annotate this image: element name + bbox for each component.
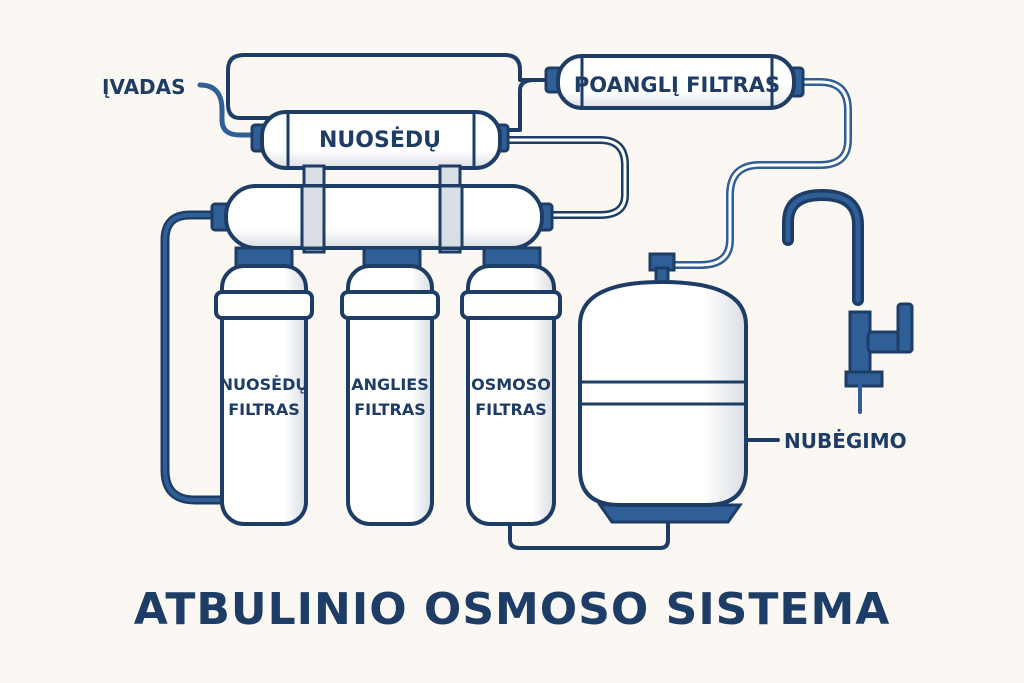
carbon-filter-label-2: FILTRAS — [354, 400, 426, 419]
sediment-filter-label-2: FILTRAS — [228, 400, 300, 419]
membrane-filter — [460, 246, 562, 526]
sediment-filter — [214, 246, 314, 526]
inlet-label: ĮVADAS — [102, 75, 186, 99]
membrane-filter-label-2: FILTRAS — [475, 400, 547, 419]
post-carbon-label: POANGLĮ FILTRAS — [574, 73, 780, 97]
faucet — [782, 188, 914, 414]
diagram-title: ATBULINIO OSMOSO SISTEMA — [134, 584, 891, 635]
membrane-filter-label-1: OSMOSO — [471, 375, 551, 394]
tubing — [160, 53, 852, 550]
top-loop-tube — [226, 53, 550, 120]
drain-line — [508, 518, 670, 550]
post-carbon-filter — [544, 54, 805, 110]
carbon-filter — [340, 246, 440, 526]
tank-feed-tube-fill — [673, 80, 850, 267]
inlet-tube — [197, 82, 261, 138]
drain-label: NUBĖGIMO — [784, 429, 907, 453]
storage-tank — [578, 252, 748, 524]
housing-return-tube-fill — [498, 138, 627, 217]
left-feed-tube — [160, 210, 227, 505]
left-feed-tube-fill — [163, 213, 224, 502]
carbon-filter-label-1: ANGLIES — [351, 375, 429, 394]
manifold-housing — [210, 184, 554, 250]
sediment-housing — [250, 110, 510, 170]
sediment-housing-label: NUOSĖDŲ — [319, 127, 441, 153]
top-loop-tube-inner — [503, 78, 537, 132]
sediment-filter-label-1: NUOSĖDŲ — [220, 375, 309, 394]
